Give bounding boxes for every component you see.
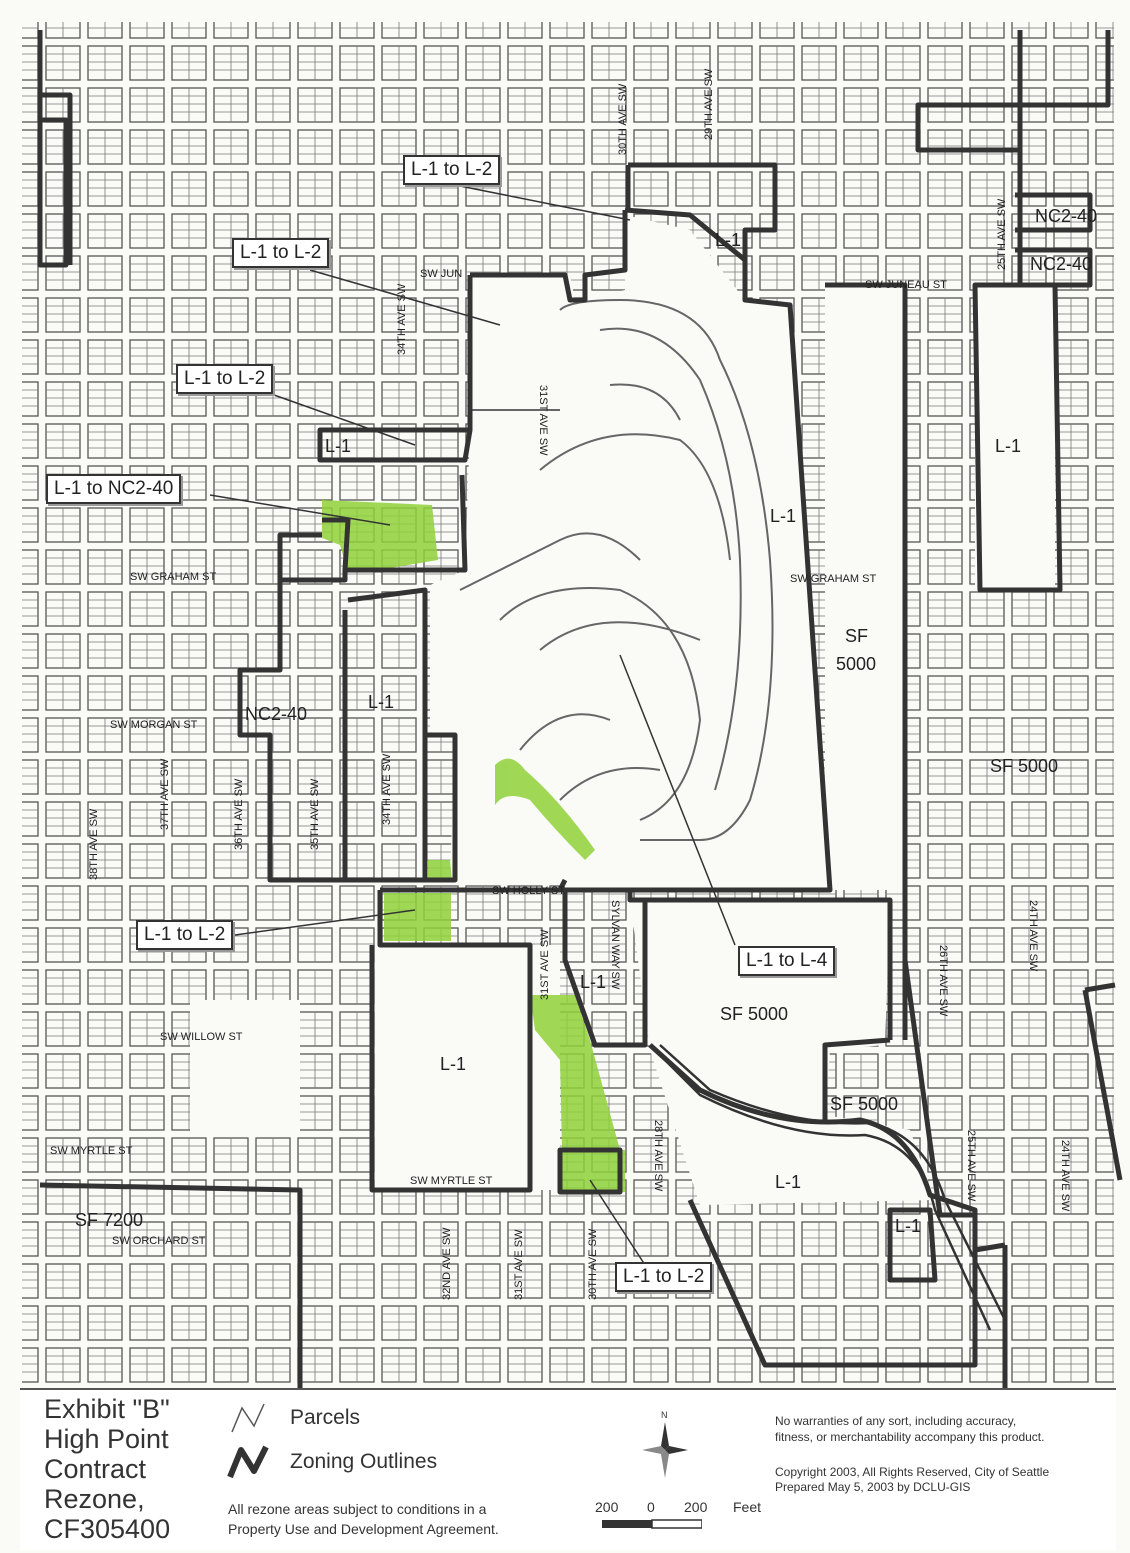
sf5000-open-area: [825, 285, 907, 890]
callout-l1-to-l2-myrtle: L-1 to L-2: [615, 1262, 713, 1292]
street-38th-ave: 38TH AVE SW: [88, 808, 100, 880]
map-title-line-2: High Point: [44, 1424, 169, 1454]
rezone-area-myrtle: [560, 1150, 625, 1192]
zone-l1-southeast: L-1: [775, 1172, 801, 1192]
scale-label-right: 200: [684, 1499, 708, 1515]
street-juneau-east: SW JUNEAU ST: [865, 279, 947, 291]
map-title-line-1: Exhibit "B": [44, 1394, 170, 1424]
callout-l1-to-l4: L-1 to L-4: [738, 946, 836, 976]
disclaimer-line-2: fitness, or merchantability accompany th…: [775, 1430, 1045, 1444]
zone-l1-right: L-1: [995, 436, 1021, 456]
callout-l1-to-l2-north: L-1 to L-2: [403, 155, 501, 185]
callout-l1-to-nc2-40: L-1 to NC2-40: [46, 474, 182, 504]
zoning-outlines-legend-icon: [227, 1445, 269, 1479]
street-myrtle-west: SW MYRTLE ST: [50, 1145, 133, 1157]
rezone-area-holly-south: [384, 893, 451, 941]
zone-l1-se-small: L-1: [895, 1216, 921, 1236]
right-l1-open-area: [975, 285, 1055, 590]
zoning-outlines-legend-label: Zoning Outlines: [290, 1450, 438, 1473]
street-morgan: SW MORGAN ST: [110, 719, 198, 731]
callout-l1-to-l2-holly: L-1 to L-2: [136, 920, 234, 950]
map-title-line-3: Contract: [44, 1454, 147, 1484]
south-l1-open-area: [380, 945, 560, 1190]
zone-l1-mid: L-1: [368, 692, 394, 712]
street-24th-ave-south: 24TH AVE SW: [1059, 1140, 1071, 1212]
street-sylvan-way: SYLVAN WAY SW: [609, 900, 621, 990]
zone-nc2-40-a: NC2-40: [1035, 206, 1097, 226]
parcels-legend-label: Parcels: [290, 1406, 361, 1429]
rezone-area-holly: [428, 860, 452, 880]
street-34th-ave-south: 34TH AVE SW: [381, 753, 393, 825]
street-26th-ave: 26TH AVE SW: [937, 945, 949, 1017]
map-title-line-5: CF305400: [44, 1514, 171, 1544]
street-orchard: SW ORCHARD ST: [112, 1235, 206, 1247]
copyright-text: Copyright 2003, All Rights Reserved, Cit…: [775, 1465, 1050, 1479]
zone-l1-south: L-1: [440, 1054, 466, 1074]
callout-l1-to-l2-west: L-1 to L-2: [176, 364, 274, 394]
street-28th-ave: 28TH AVE SW: [652, 1120, 664, 1192]
callout-l1-to-l2-juneau: L-1 to L-2: [232, 238, 330, 268]
street-31st-ave-south: 31ST AVE SW: [513, 1229, 525, 1300]
north-arrow-icon: [642, 1422, 688, 1478]
disclaimer-line-1: No warranties of any sort, including acc…: [775, 1414, 1017, 1428]
north-label: N: [661, 1410, 668, 1420]
street-25th-ave-south: 25TH AVE SW: [965, 1130, 977, 1202]
zone-l1-small: L-1: [325, 436, 351, 456]
zone-sf5000-mid: SF 5000: [720, 1004, 788, 1024]
street-31st-ave-mid: 31ST AVE SW: [539, 929, 551, 1000]
street-30th-ave-north: 30TH AVE SW: [617, 83, 629, 155]
conditions-note-line-1: All rezone areas subject to conditions i…: [228, 1501, 487, 1517]
scale-label-zero: 0: [647, 1499, 655, 1515]
willow-open-area: [190, 1000, 300, 1135]
street-30th-ave-south: 30TH AVE SW: [587, 1228, 599, 1300]
zone-l1-top: L-1: [715, 230, 741, 250]
zone-l1-center: L-1: [770, 506, 796, 526]
prepared-by-text: Prepared May 5, 2003 by DCLU-GIS: [775, 1480, 971, 1494]
street-37th-ave: 37TH AVE SW: [159, 758, 171, 830]
zone-sf5000-low: SF 5000: [830, 1094, 898, 1114]
sylvan-way-roadway: [649, 1044, 1007, 1331]
zone-sf-tall-line1: SF: [845, 626, 868, 646]
conditions-note-line-2: Property Use and Development Agreement.: [228, 1521, 499, 1537]
zone-sf5000-right: SF 5000: [990, 756, 1058, 776]
zone-nc2-40-west: NC2-40: [245, 704, 307, 724]
street-25th-ave: 25TH AVE SW: [996, 198, 1008, 270]
rezone-highlights: [322, 500, 625, 1192]
street-myrtle-center: SW MYRTLE ST: [410, 1175, 493, 1187]
southeast-open-area: [630, 900, 935, 1205]
map-title-line-4: Rezone,: [44, 1484, 145, 1514]
zone-sf-tall-line2: 5000: [836, 654, 876, 674]
highpoint-internal-streets: [459, 298, 774, 841]
street-willow: SW WILLOW ST: [160, 1031, 243, 1043]
street-32nd-ave: 32ND AVE SW: [441, 1227, 453, 1300]
street-29th-ave: 29TH AVE SW: [703, 68, 715, 140]
rezone-area-31st: [530, 995, 620, 1150]
street-35th-ave: 35TH AVE SW: [309, 778, 321, 850]
street-juneau-west: SW JUN: [420, 268, 462, 280]
scale-unit-label: Feet: [733, 1499, 762, 1515]
street-graham-east: SW GRAHAM ST: [790, 573, 876, 585]
street-34th-ave-north: 34TH AVE SW: [396, 283, 408, 355]
zone-sf7200: SF 7200: [75, 1210, 143, 1230]
street-36th-ave: 36TH AVE SW: [233, 778, 245, 850]
street-24th-ave: 24TH AVE SW: [1027, 900, 1039, 972]
zone-nc2-40-b: NC2-40: [1030, 254, 1092, 274]
street-graham-west: SW GRAHAM ST: [130, 571, 216, 583]
street-31st-ave-north: 31ST AVE SW: [537, 385, 549, 456]
callout-leaders: [209, 184, 736, 1266]
zone-l1-west: L-1: [580, 972, 606, 992]
parcels-legend-icon: [231, 1403, 265, 1433]
zone-labels: L-1 L-1 L-1 L-1 L-1 L-1 L-1 L-1 L-1 NC2-…: [75, 206, 1097, 1236]
legend-panel: Exhibit "B" High Point Contract Rezone, …: [20, 1388, 1116, 1550]
street-holly: SW HOLLY ST: [492, 885, 565, 897]
scale-bar: [602, 1519, 702, 1529]
street-labels: 30TH AVE SW 29TH AVE SW SW JUN SW JUNEAU…: [50, 68, 1071, 1300]
scale-label-left: 200: [595, 1499, 619, 1515]
rezone-area-greenway: [495, 758, 595, 860]
